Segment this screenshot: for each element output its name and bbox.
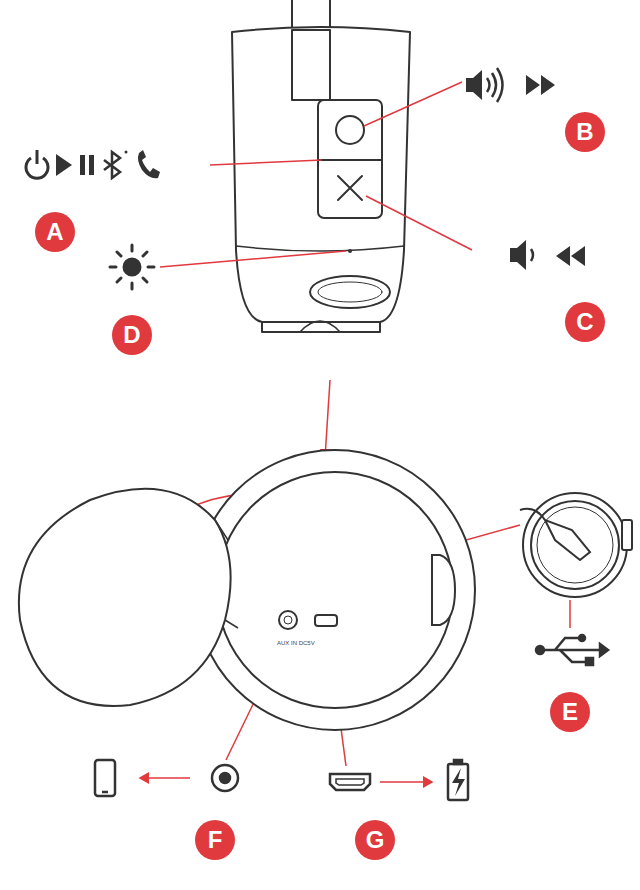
callout-text: D (123, 323, 140, 347)
callout-letter: F (195, 820, 235, 860)
callout-text: B (576, 120, 593, 144)
callout-text: G (366, 828, 385, 852)
callout-letter: B (565, 112, 605, 152)
callout-letter: A (35, 212, 75, 252)
callout-text: C (576, 310, 593, 334)
callout-text: E (562, 700, 578, 724)
callout-letter: E (550, 692, 590, 732)
callout-text: F (208, 828, 223, 852)
callout-letter: D (112, 315, 152, 355)
port-label: AUX IN DC5V (276, 640, 316, 646)
callout-text: A (46, 220, 63, 244)
callout-letter: G (355, 820, 395, 860)
callout-letter: C (565, 302, 605, 342)
